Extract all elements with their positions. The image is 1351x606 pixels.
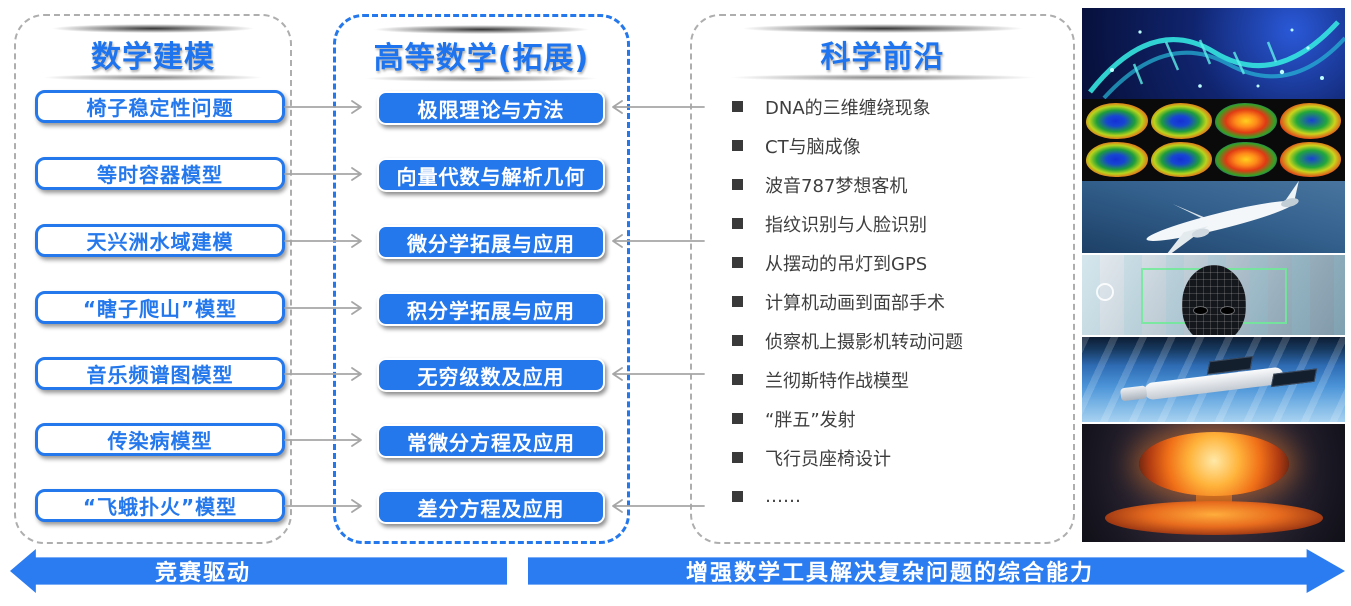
brain-scan (1215, 103, 1277, 139)
bullet-text: “胖五”发射 (765, 409, 856, 431)
space-station-image (1082, 337, 1345, 422)
bullet-text: 兰彻斯特作战模型 (765, 370, 909, 392)
list-item: 计算机动画到面部手术 (732, 282, 1065, 321)
panel-title-math: 高等数学(拓展) (373, 41, 590, 76)
list-item: 从摆动的吊灯到GPS (732, 243, 1065, 282)
brain-scan (1215, 141, 1277, 177)
dna-helix-graphic (1088, 20, 1345, 99)
wireframe-head (1181, 265, 1246, 335)
math-item-difference: 差分方程及应用 (377, 490, 605, 524)
brain-scan (1086, 141, 1148, 177)
boeing-787-image (1082, 181, 1345, 253)
bullet-text: 指纹识别与人脸识别 (765, 214, 927, 236)
list-item: …… (732, 477, 1065, 516)
list-item: CT与脑成像 (732, 126, 1065, 165)
bullet-square-icon (732, 374, 743, 385)
bullet-text: DNA的三维缠绕现象 (765, 97, 931, 119)
panel-title-frontier: 科学前沿 (820, 40, 945, 75)
title-shadow-bottom (365, 75, 598, 82)
modeling-item-chair: 椅子稳定性问题 (35, 90, 285, 123)
list-item: “胖五”发射 (732, 399, 1065, 438)
bullet-square-icon (732, 413, 743, 424)
modeling-item-spectrum: 音乐频谱图模型 (35, 357, 285, 390)
list-item: 指纹识别与人脸识别 (732, 204, 1065, 243)
blast-ring (1104, 501, 1323, 535)
bullet-square-icon (732, 452, 743, 463)
brain-scan (1150, 103, 1212, 139)
panel-math-modeling: 数学建模 椅子稳定性问题 等时容器模型 天兴洲水域建模 “瞎子爬山”模型 音乐频… (14, 14, 292, 544)
modeling-item-climber: “瞎子爬山”模型 (35, 291, 285, 324)
bullet-square-icon (732, 218, 743, 229)
math-item-integral: 积分学拓展与应用 (377, 292, 605, 326)
bullet-text: CT与脑成像 (765, 136, 861, 158)
bullet-square-icon (732, 140, 743, 151)
list-item: DNA的三维缠绕现象 (732, 87, 1065, 126)
modeling-item-moth: “飞蛾扑火”模型 (35, 489, 285, 522)
bullet-square-icon (732, 257, 743, 268)
face-recognition-image (1082, 255, 1345, 335)
bullet-text: 波音787梦想客机 (765, 175, 908, 197)
brain-scan (1150, 141, 1212, 177)
banner-competition-driven: 竞赛驱动 (10, 549, 507, 593)
title-shadow-top (51, 24, 255, 33)
banner-comprehensive-ability: 增强数学工具解决复杂问题的综合能力 (528, 549, 1345, 593)
bullet-square-icon (732, 296, 743, 307)
brain-ct-scans-image (1082, 99, 1345, 181)
bullet-text: …… (765, 486, 801, 507)
title-shadow-top (741, 24, 1024, 33)
title-shadow-bottom (43, 74, 263, 81)
modeling-item-waters: 天兴洲水域建模 (35, 224, 285, 257)
bullet-text: 从摆动的吊灯到GPS (765, 253, 928, 275)
nuclear-explosion-image (1082, 424, 1345, 542)
bullet-text: 计算机动画到面部手术 (765, 292, 945, 314)
airplane-graphic (1146, 181, 1299, 253)
target-reticle-icon (1096, 283, 1114, 301)
bullet-text: 侦察机上摄影机转动问题 (765, 331, 963, 353)
title-shadow-top (373, 25, 590, 34)
brain-scan (1086, 103, 1148, 139)
math-item-vectors: 向量代数与解析几何 (377, 158, 605, 192)
bullet-square-icon (732, 179, 743, 190)
modeling-item-container: 等时容器模型 (35, 157, 285, 190)
mushroom-cap (1138, 432, 1289, 496)
math-item-series: 无穷级数及应用 (377, 358, 605, 392)
bullet-square-icon (732, 491, 743, 502)
frontier-list: DNA的三维缠绕现象 CT与脑成像 波音787梦想客机 指纹识别与人脸识别 从摆… (732, 87, 1065, 516)
list-item: 飞行员座椅设计 (732, 438, 1065, 477)
banner-left-label: 竞赛驱动 (155, 561, 252, 586)
panel-science-frontier: 科学前沿 DNA的三维缠绕现象 CT与脑成像 波音787梦想客机 指纹识别与人脸… (690, 14, 1075, 544)
bullet-square-icon (732, 335, 743, 346)
panel-advanced-math: 高等数学(拓展) 极限理论与方法 向量代数与解析几何 微分学拓展与应用 积分学拓… (333, 14, 630, 544)
dna-helix-image (1082, 8, 1345, 99)
title-shadow-bottom (730, 74, 1035, 81)
list-item: 波音787梦想客机 (732, 165, 1065, 204)
banner-right-label: 增强数学工具解决复杂问题的综合能力 (686, 561, 1095, 586)
math-item-limits: 极限理论与方法 (377, 91, 605, 125)
list-item: 侦察机上摄影机转动问题 (732, 321, 1065, 360)
modeling-item-epidemic: 传染病模型 (35, 423, 285, 456)
eye-icon (1193, 307, 1207, 314)
math-item-differential: 微分学拓展与应用 (377, 225, 605, 259)
eye-icon (1220, 307, 1234, 314)
brain-scan (1279, 141, 1341, 177)
station-module (1119, 385, 1148, 402)
panel-title-modeling: 数学建模 (91, 40, 215, 75)
bullet-text: 飞行员座椅设计 (765, 448, 891, 470)
list-item: 兰彻斯特作战模型 (732, 360, 1065, 399)
math-item-ode: 常微分方程及应用 (377, 424, 605, 458)
brain-scan (1279, 103, 1341, 139)
bullet-square-icon (732, 101, 743, 112)
